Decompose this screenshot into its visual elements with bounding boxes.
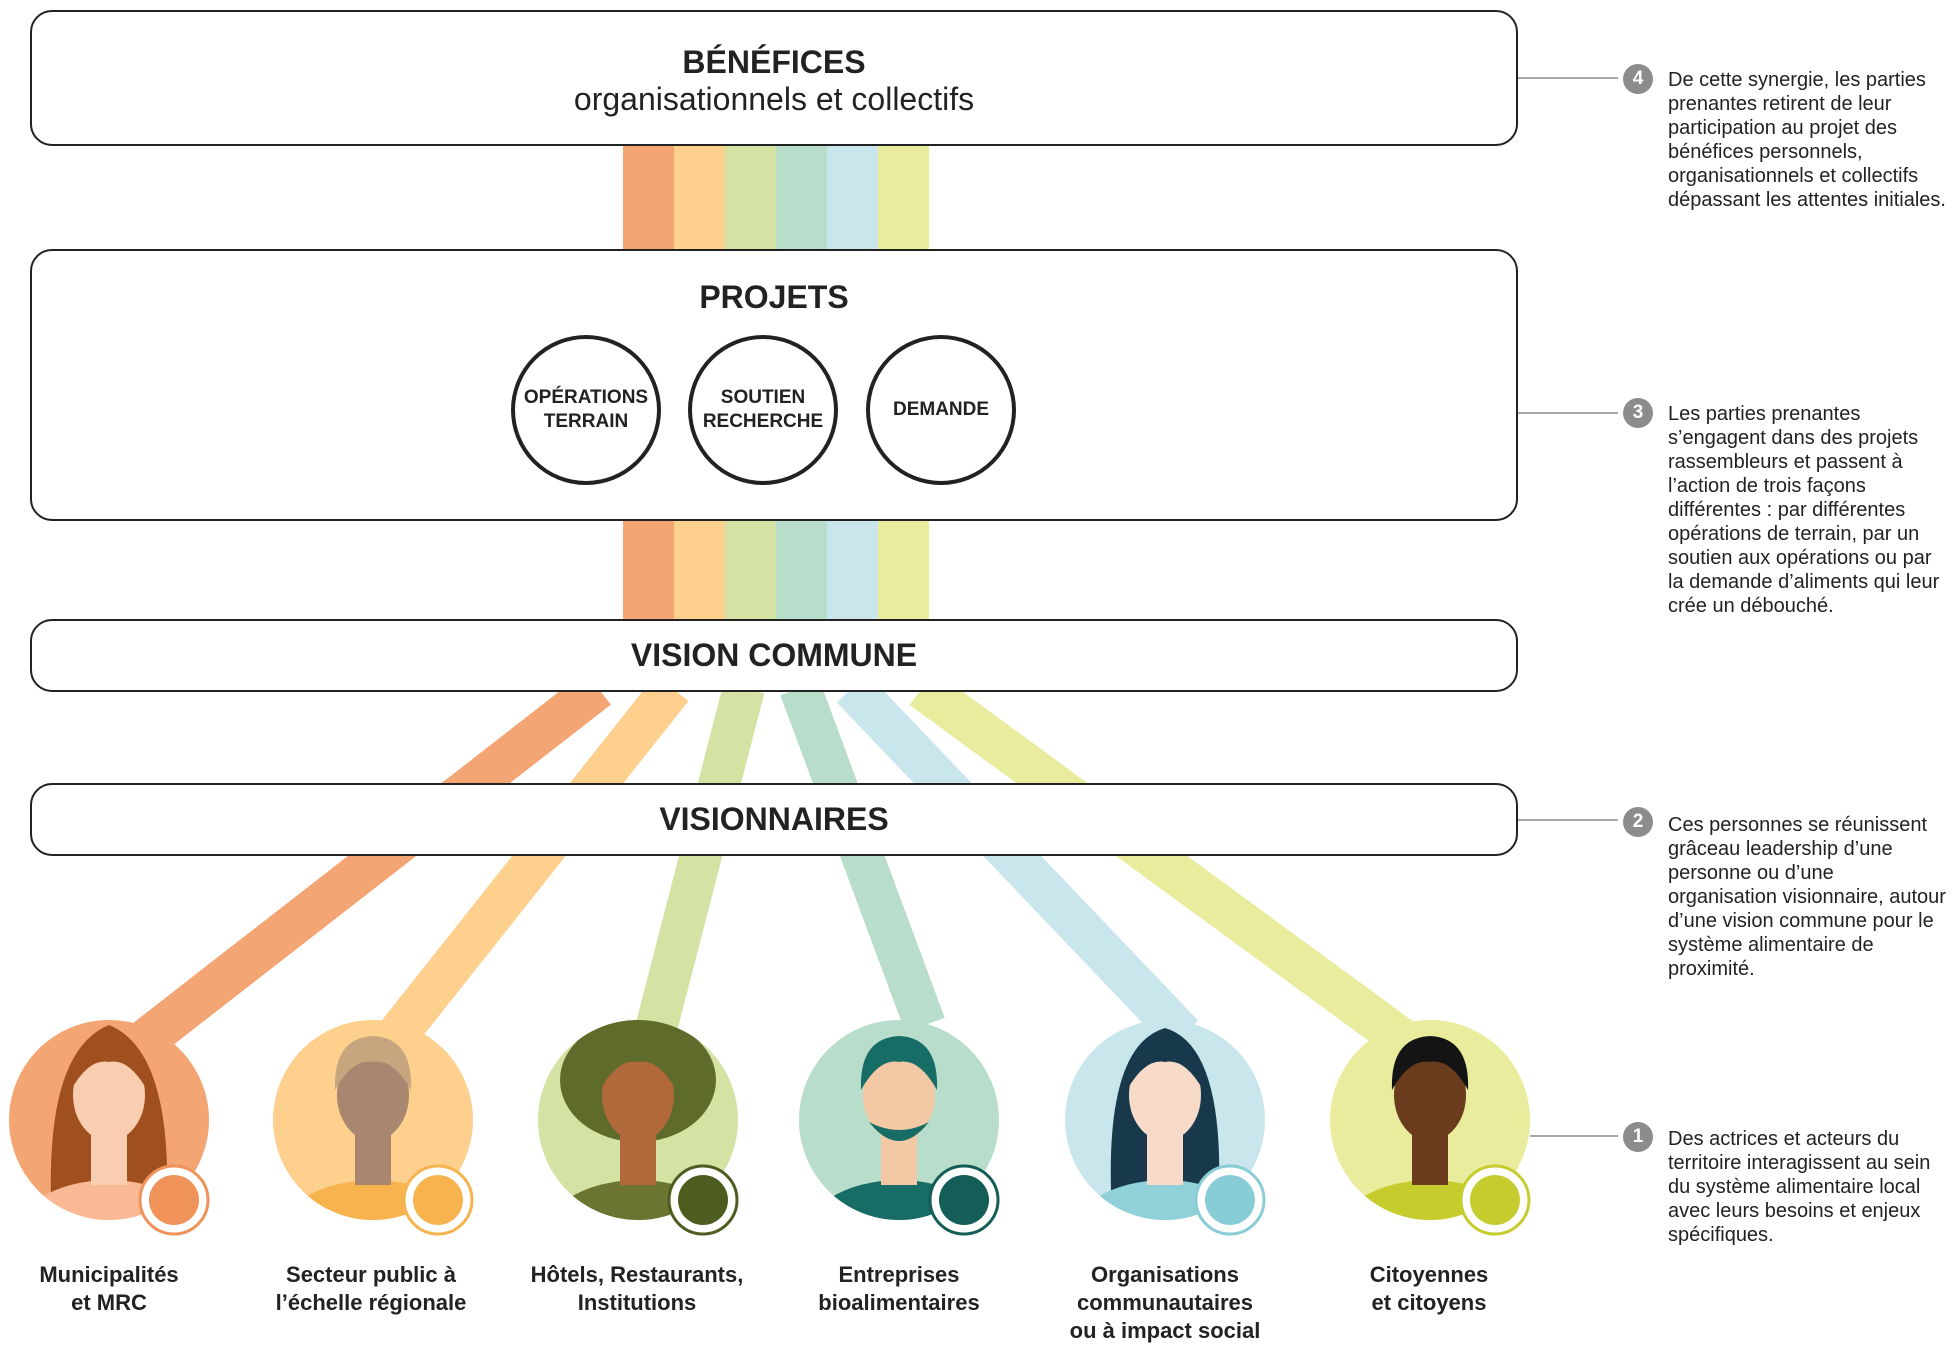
actor-label-organisations: Organisations communautaires ou à impact… (1069, 1262, 1261, 1343)
vision-commune-box: VISION COMMUNE (30, 619, 1518, 692)
vision-commune-title: VISION COMMUNE (630, 637, 918, 673)
stripe-upper-6 (878, 140, 929, 255)
heart-hand-icon-fill (1205, 1175, 1255, 1225)
visionnaires-box: VISIONNAIRES (30, 783, 1518, 856)
benefices-subtitle: organisationnels et collectifs (573, 81, 975, 117)
step-number-4: 4 (1623, 64, 1653, 94)
note-step-1: Des actrices et acteurs du territoire in… (1668, 1128, 1931, 1246)
briefcase-icon-fill (413, 1175, 463, 1225)
actor-label-municipalites: Municipalités et MRC (39, 1262, 179, 1315)
benefices-box: BÉNÉFICES organisationnels et collectifs (30, 10, 1518, 146)
stripe-upper-1 (623, 140, 674, 255)
hair-top (1391, 1036, 1469, 1090)
circle-demande: DEMANDE (866, 335, 1016, 485)
actor-label-hri: Hôtels, Restaurants, Institutions (530, 1262, 744, 1315)
stripe-upper-4 (776, 140, 827, 255)
note-leader-lines (1518, 77, 1618, 1137)
head (1129, 1049, 1201, 1141)
stripe-upper-2 (674, 140, 725, 255)
head (863, 1049, 935, 1141)
head (337, 1049, 409, 1141)
hair-top (860, 1036, 938, 1090)
head (1394, 1049, 1466, 1141)
actor-label-citoyens: Citoyennes et citoyens (1369, 1262, 1489, 1315)
carrot-icon-fill (939, 1175, 989, 1225)
stripe-middle-2 (674, 515, 725, 625)
projets-title: PROJETS (699, 279, 849, 315)
head (602, 1049, 674, 1141)
step-number-1: 1 (1623, 1122, 1653, 1152)
stripe-middle-6 (878, 515, 929, 625)
actor-label-secteur-public: Secteur public à l’échelle régionale (275, 1262, 467, 1315)
avatar-6 (1330, 1020, 1531, 1236)
circle-operations-terrain: OPÉRATIONS TERRAIN (511, 335, 661, 485)
building-icon-fill (149, 1175, 199, 1225)
beam-2 (380, 674, 689, 1049)
circle-soutien-recherche: SOUTIEN RECHERCHE (688, 335, 838, 485)
color-stripes-middle (623, 515, 929, 625)
actor-label-entreprises: Entreprises bioalimentaires (818, 1262, 980, 1315)
beard (869, 1122, 929, 1141)
beam-5 (836, 673, 1199, 1050)
benefices-title: BÉNÉFICES (682, 44, 866, 80)
stripe-upper-3 (725, 140, 776, 255)
stripe-middle-4 (776, 515, 827, 625)
hair-top (70, 1036, 148, 1090)
cloche-icon-fill (678, 1175, 728, 1225)
beam-6 (909, 671, 1423, 1062)
group-icon-fill (1470, 1175, 1520, 1225)
beam-4 (780, 680, 945, 1033)
note-step-2: Ces personnes se réunissent grâceau lead… (1668, 814, 1946, 980)
note-step-3: Les parties prenantes s’engagent dans de… (1668, 403, 1940, 617)
beam-3 (636, 682, 765, 1031)
actor-beams (126, 671, 1423, 1062)
stripe-middle-5 (827, 515, 878, 625)
head (73, 1049, 145, 1141)
note-step-4: De cette synergie, les parties prenantes… (1668, 69, 1946, 211)
hair-top (599, 1036, 677, 1090)
hair-top (1126, 1036, 1204, 1090)
visionnaires-title: VISIONNAIRES (659, 801, 889, 837)
color-stripes-upper (623, 140, 929, 255)
stripe-middle-1 (623, 515, 674, 625)
stripe-upper-5 (827, 140, 878, 255)
step-number-3: 3 (1623, 398, 1653, 428)
beam-1 (126, 671, 611, 1062)
stripe-middle-3 (725, 515, 776, 625)
step-number-2: 2 (1623, 807, 1653, 837)
hair-top (334, 1036, 412, 1090)
